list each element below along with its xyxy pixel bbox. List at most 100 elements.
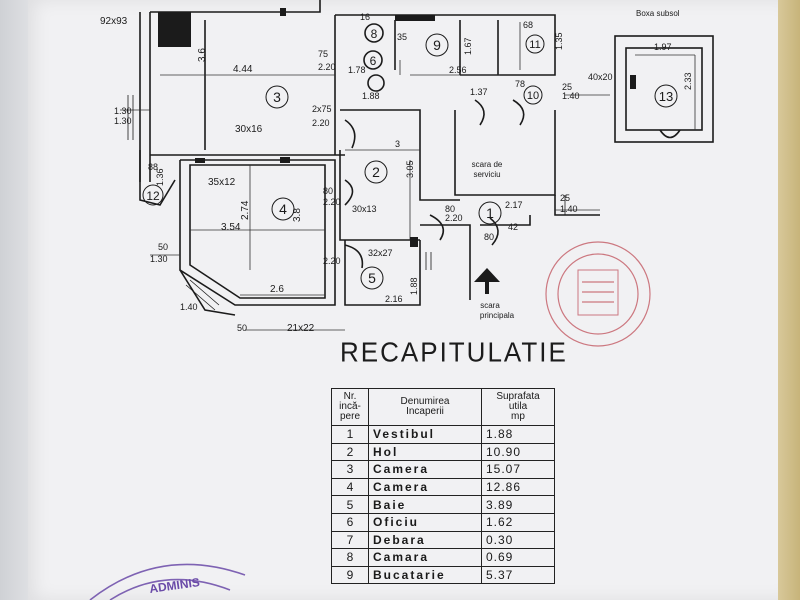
wall-room4-inner [189,164,326,299]
entry-arrow-shaft [485,280,489,294]
room-number: 3 [273,89,281,105]
stair-label: serviciu [473,170,500,179]
subsol-title: Boxa subsol [636,9,680,18]
room-circle [363,50,383,70]
dim-label: 1.88 [409,277,419,295]
cell-area: 3.89 [481,495,555,514]
dim-label: 80 [323,186,333,196]
dim-label: 2.56 [449,65,467,75]
dim-label: 80 [445,204,455,214]
door-swing [344,119,356,149]
header-area-line: Suprafata [496,391,540,402]
cell-name: Bucatarie [368,565,482,585]
header-nr: Nr. incă- pere [331,388,369,426]
dim-label: 2x75 [312,104,332,114]
dim-label: 21x22 [287,323,315,334]
red-stamp [545,241,651,347]
dim-label: 92x93 [100,16,128,27]
subsol-box-outer [614,35,714,143]
recap-title: RECAPITULATIE [340,336,568,368]
room-number: 5 [368,270,376,286]
dim-label: 1.40 [180,302,198,312]
dim-label: 30x13 [352,204,377,214]
wall-room4 [179,159,336,306]
dim-label: 2.74 [240,200,251,220]
dim-label: 2.6 [270,284,284,295]
room-number: 13 [659,89,673,104]
door-swing [489,217,499,246]
outer-wall [139,12,151,182]
dim-label: 50 [158,242,168,252]
header-name-line: Denumirea [400,396,450,407]
cell-area: 1.88 [481,425,555,444]
dim-label: 2.20 [445,213,463,223]
dim-label: 1.97 [654,42,672,52]
cell-name: Camera [368,477,482,497]
header-nr-line: incă- [339,401,361,412]
dim-label: 1.88 [362,91,380,101]
door-swing [474,99,485,126]
dim-label: 1.36 [155,168,165,186]
dim-label: 30x16 [235,124,263,135]
wall-block [395,15,435,21]
dim-label: 2.16 [385,294,403,304]
dim-label: 35x12 [208,177,236,188]
header-area: Suprafata utila mp [481,388,555,426]
dim-label: 3.54 [221,222,241,233]
room-number: 9 [433,37,441,53]
wall-block [630,75,636,89]
cell-area: 5.37 [481,565,555,585]
room-number: 4 [279,201,287,217]
dim-label: 78 [515,79,525,89]
dim-label: 42 [508,222,518,232]
cell-area: 10.90 [481,442,555,462]
wall-12 [139,150,176,206]
cell-nr: 2 [331,442,369,462]
dim-label: 2.20 [318,62,336,72]
dim-label: 16 [360,12,370,22]
dim-label: 3 [395,139,400,149]
door-swing [512,99,525,126]
dim-label: 1.78 [348,65,366,75]
window-mark [127,95,134,140]
room-number: 8 [371,27,378,41]
room-circle [367,74,385,92]
cell-area: 12.86 [481,477,555,497]
room-number: 2 [372,164,380,180]
window-mark [425,252,432,270]
chimney-block [158,12,191,47]
dim-label: 2.33 [683,72,693,90]
dim-label: 2.20 [312,118,330,128]
cell-nr: 1 [331,425,369,444]
cell-nr: 9 [331,565,369,585]
door-swing [344,244,364,269]
wall-block [195,158,205,163]
cell-nr: 5 [331,495,369,514]
outer-wall-top [150,0,321,13]
wall-top-right [335,14,556,76]
purple-stamp-text: ADMINIS [148,575,200,596]
dim-label: 25 [562,82,572,92]
dim-label: 50 [237,323,247,333]
wall-block [410,237,418,247]
cell-name: Oficiu [368,512,482,532]
cardboard-edge [778,0,800,600]
cell-name: Camara [368,548,482,567]
door-swing [429,214,445,241]
cell-name: Hol [368,442,482,462]
dim-label: 25 [560,193,570,203]
wall-hall [340,109,460,201]
room-circle [364,23,384,43]
dim-label: 1.30 [114,106,132,116]
purple-stamp [89,563,246,600]
dim-label: 1.37 [470,87,488,97]
